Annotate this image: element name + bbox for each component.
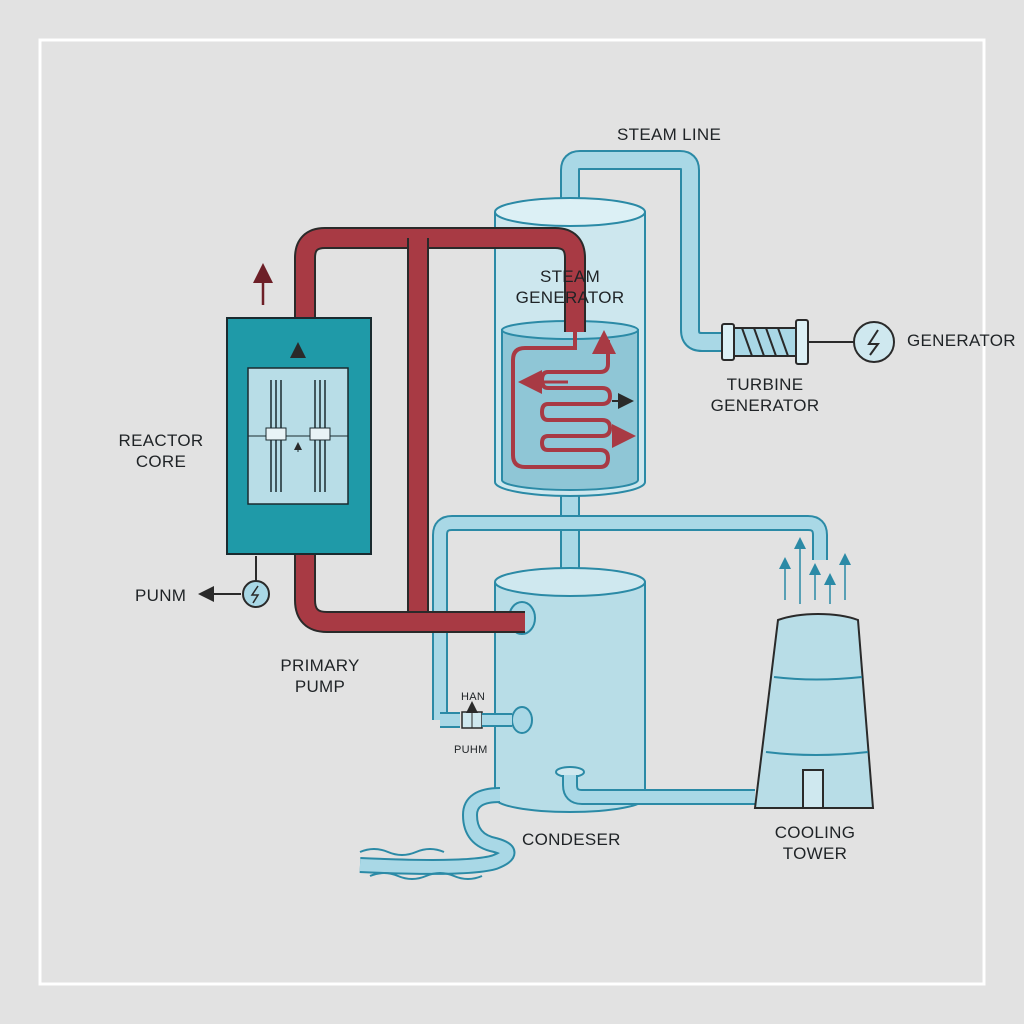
primary-pump-label-line2: PUMP bbox=[294, 677, 346, 696]
primary-coolant-loop bbox=[294, 227, 586, 633]
generator-label: GENERATOR bbox=[907, 331, 1016, 350]
turbine-generator-label: TURBINE GENERATOR bbox=[700, 374, 830, 416]
cooling-tower bbox=[753, 612, 875, 809]
steam-generator-label-line1: STEAM bbox=[539, 267, 601, 286]
cooling-tower-label: COOLING TOWER bbox=[760, 822, 870, 864]
primary-pump-label: PRIMARY PUMP bbox=[265, 655, 375, 697]
reactor-core-label: REACTOR CORE bbox=[106, 430, 216, 472]
punm-label: PUNM bbox=[135, 586, 187, 605]
condenser-to-tower-pipe bbox=[562, 775, 755, 805]
turbine bbox=[721, 319, 858, 365]
steam-line-pipe bbox=[560, 150, 730, 352]
steam-line-label: STEAM LINE bbox=[617, 125, 722, 144]
steam-generator-label-line2: GENERATOR bbox=[515, 288, 625, 307]
reactor-pump bbox=[198, 556, 270, 608]
cooling-water-pipes bbox=[432, 490, 828, 728]
cooling-tower-label-line1: COOLING bbox=[774, 823, 856, 842]
lightning-icon bbox=[250, 585, 260, 604]
lightning-icon bbox=[867, 329, 880, 356]
heat-exchanger-coil bbox=[511, 330, 636, 469]
han-label: HAN bbox=[461, 691, 486, 703]
turbine-generator-label-line2: GENERATOR bbox=[710, 396, 820, 415]
reactor-core-label-line1: REACTOR bbox=[118, 431, 204, 450]
steam-generator-label: STEAM GENERATOR bbox=[510, 266, 630, 308]
turbine-generator-label-line1: TURBINE bbox=[726, 375, 804, 394]
frame-border bbox=[38, 38, 986, 986]
pump-circle bbox=[242, 580, 270, 608]
reactor-core-label-line2: CORE bbox=[135, 452, 187, 471]
reactor-core bbox=[226, 317, 372, 555]
primary-pump-label-line1: PRIMARY bbox=[280, 656, 360, 675]
condenser-tank bbox=[494, 567, 646, 813]
feed-valve bbox=[461, 701, 512, 729]
condenser-label: CONDESER bbox=[522, 830, 621, 849]
water-wave-icon bbox=[359, 787, 516, 880]
steam-plume-arrows bbox=[779, 537, 851, 604]
cooling-tower-label-line2: TOWER bbox=[782, 844, 848, 863]
generator bbox=[853, 321, 895, 363]
puhm-label: PUHM bbox=[454, 744, 488, 756]
